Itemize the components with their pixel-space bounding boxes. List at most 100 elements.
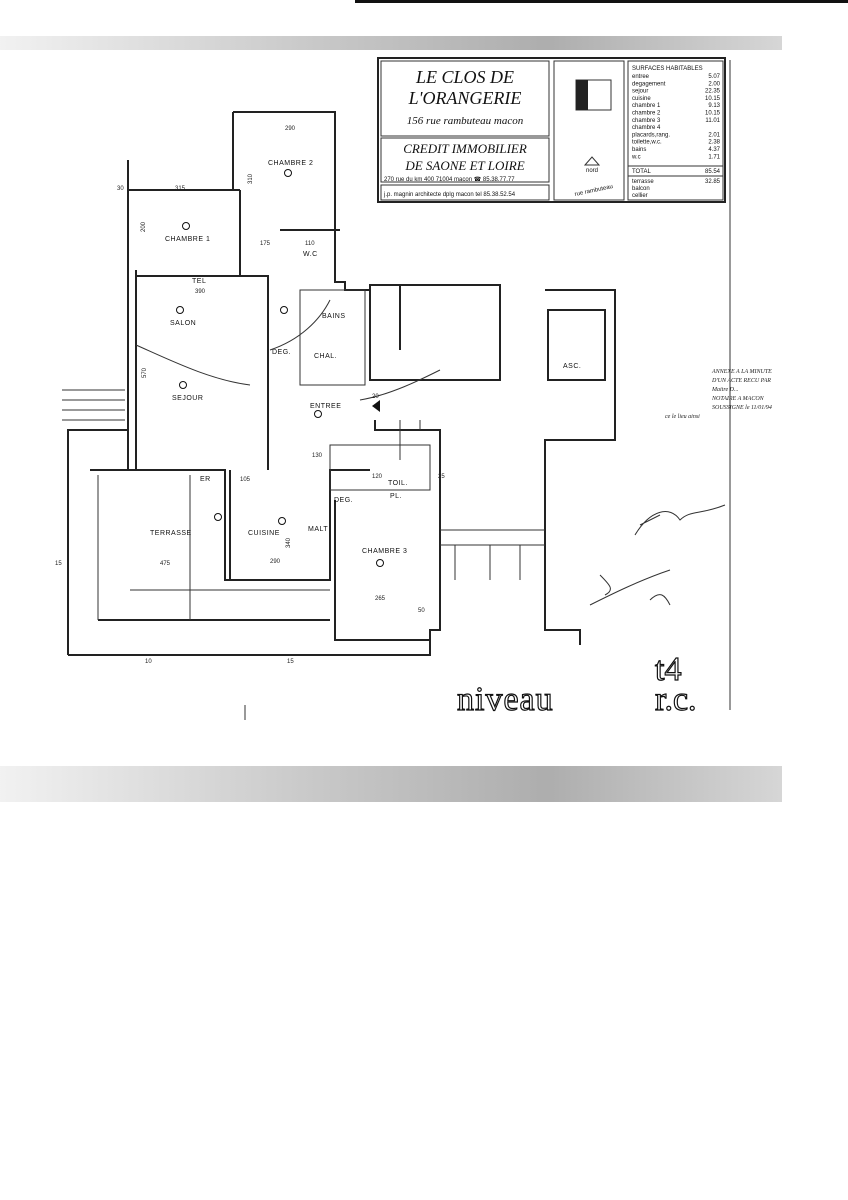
surface-value: 22.35 bbox=[705, 89, 721, 95]
light-points bbox=[176, 169, 384, 567]
street-label: rue rambuteau bbox=[574, 184, 613, 198]
surface-label: chambre 2 bbox=[632, 111, 661, 117]
stamp-line: D'UN ACTE RECU PAR bbox=[711, 378, 771, 384]
room-chambre-2: CHAMBRE 2 bbox=[268, 160, 313, 167]
dim: 25 bbox=[438, 474, 445, 480]
extra-label: balcon bbox=[632, 186, 650, 192]
stamp-line: SOUSSIGNE le 11/01/94 bbox=[712, 404, 772, 411]
surface-label: sejour bbox=[632, 89, 648, 95]
room-degagement: DEG. bbox=[272, 349, 291, 356]
dim: 105 bbox=[240, 477, 251, 483]
label-tel: TEL bbox=[192, 278, 206, 285]
developer-address: 270 rue du km 400 71004 macon ☎ 85.38.77… bbox=[384, 176, 515, 183]
floor-level: r.c. bbox=[655, 681, 697, 718]
architect: j.p. magnin architecte dplg macon tel 85… bbox=[383, 192, 516, 198]
dim: 265 bbox=[375, 596, 386, 602]
stamp-line: Maitre D... bbox=[711, 387, 738, 393]
surface-value: 1.71 bbox=[708, 154, 720, 160]
dim: 50 bbox=[418, 608, 425, 614]
dimensions: 290 315 310 175 110 390 570 475 290 265 … bbox=[55, 126, 445, 665]
page-edge-top bbox=[355, 0, 848, 3]
surface-label: entree bbox=[632, 74, 650, 80]
surface-label: w.c bbox=[631, 154, 641, 160]
dim: 130 bbox=[312, 453, 323, 459]
label-er: ER bbox=[200, 476, 211, 483]
surfaces-header: SURFACES HABITABLES bbox=[632, 66, 703, 72]
surface-label: chambre 3 bbox=[632, 118, 661, 124]
surface-value: 5.07 bbox=[708, 74, 720, 80]
extra-value: 32.85 bbox=[705, 179, 721, 185]
room-terrasse: TERRASSE bbox=[150, 530, 192, 537]
room-labels: CHAMBRE 2 CHAMBRE 1 SALON SEJOUR ENTREE … bbox=[150, 160, 581, 555]
level-label: niveau t4 r.c. bbox=[456, 650, 697, 718]
room-placard: PL. bbox=[390, 493, 402, 500]
dim: 15 bbox=[287, 659, 294, 665]
developer-1: CREDIT IMMOBILIER bbox=[403, 141, 527, 156]
north-arrow-icon bbox=[583, 156, 601, 166]
stamp-line: ANNEXE A LA MINUTE bbox=[711, 369, 772, 375]
walls bbox=[62, 60, 731, 720]
project-name-1: LE CLOS DE bbox=[415, 67, 514, 87]
room-chauffage: CHAL. bbox=[314, 353, 337, 360]
dim: 290 bbox=[285, 126, 296, 132]
surface-label: bains bbox=[632, 147, 646, 153]
surfaces-table: SURFACES HABITABLES entree 5.07 degagement 2… bbox=[628, 66, 723, 199]
surface-label: chambre 4 bbox=[632, 125, 661, 131]
room-chambre-3: CHAMBRE 3 bbox=[362, 548, 407, 555]
dim: 175 bbox=[260, 241, 271, 247]
surface-value: 10.15 bbox=[705, 111, 721, 117]
room-cuisine: CUISINE bbox=[248, 530, 280, 537]
dim: 390 bbox=[195, 289, 206, 295]
project-name-2: L'ORANGERIE bbox=[408, 88, 522, 108]
signature bbox=[589, 504, 726, 606]
developer-2: DE SAONE ET LOIRE bbox=[404, 158, 524, 173]
surface-value: 10.15 bbox=[705, 96, 721, 102]
room-salon: SALON bbox=[170, 320, 196, 327]
surface-total-value: 85.54 bbox=[705, 169, 721, 175]
room-ascenseur: ASC. bbox=[563, 363, 581, 370]
dim: 20 bbox=[372, 394, 379, 400]
scan-shadow-top bbox=[0, 36, 782, 50]
surface-value: 9.13 bbox=[708, 103, 720, 109]
project-address: 156 rue rambuteau macon bbox=[407, 115, 524, 127]
room-malt: MALT bbox=[308, 526, 328, 533]
dim: 15 bbox=[55, 561, 62, 567]
extra-label: terrasse bbox=[632, 179, 654, 185]
room-toilette: TOIL. bbox=[388, 480, 408, 487]
scan-shadow-bottom bbox=[0, 766, 782, 802]
surface-label: degagement bbox=[632, 81, 666, 87]
dim: 120 bbox=[372, 474, 383, 480]
stamp-line: ce le lieu ainsi bbox=[665, 414, 700, 420]
apartment-type: t4 bbox=[655, 651, 681, 688]
dim: 310 bbox=[248, 173, 254, 184]
site-plan-thumbnail: nord rue rambuteau bbox=[574, 79, 614, 198]
annex-stamp: ANNEXE A LA MINUTE D'UN ACTE RECU PAR Mait… bbox=[665, 369, 772, 420]
surface-label: chambre 1 bbox=[632, 103, 661, 109]
room-chambre-1: CHAMBRE 1 bbox=[165, 236, 210, 243]
room-entree: ENTREE bbox=[310, 403, 341, 410]
dim: 110 bbox=[305, 241, 315, 247]
title-block: LE CLOS DE L'ORANGERIE 156 rue rambuteau… bbox=[377, 57, 726, 203]
surface-value: 2.38 bbox=[708, 140, 720, 146]
dim: 30 bbox=[117, 186, 124, 192]
surface-value: 2.00 bbox=[708, 81, 720, 87]
surface-value: 2.01 bbox=[708, 132, 720, 138]
dim: 290 bbox=[270, 559, 281, 565]
dim: 200 bbox=[141, 221, 147, 232]
room-wc: W.C bbox=[303, 251, 318, 258]
dim: 475 bbox=[160, 561, 171, 567]
surface-label: cuisine bbox=[632, 96, 651, 102]
room-degagement-2: DEG. bbox=[334, 497, 353, 504]
surface-label: toilette,w.c. bbox=[632, 140, 662, 146]
room-sejour: SEJOUR bbox=[172, 395, 203, 402]
room-bains: BAINS bbox=[322, 313, 346, 320]
dim: 570 bbox=[142, 367, 148, 378]
dim: 340 bbox=[286, 537, 292, 548]
dim: 315 bbox=[175, 186, 186, 192]
surface-value: 11.01 bbox=[705, 118, 720, 124]
surface-total-label: TOTAL bbox=[632, 169, 651, 175]
surface-value: 4.37 bbox=[708, 147, 720, 153]
stamp-line: NOTAIRE A MACON bbox=[711, 396, 765, 402]
dim: 10 bbox=[145, 659, 152, 665]
